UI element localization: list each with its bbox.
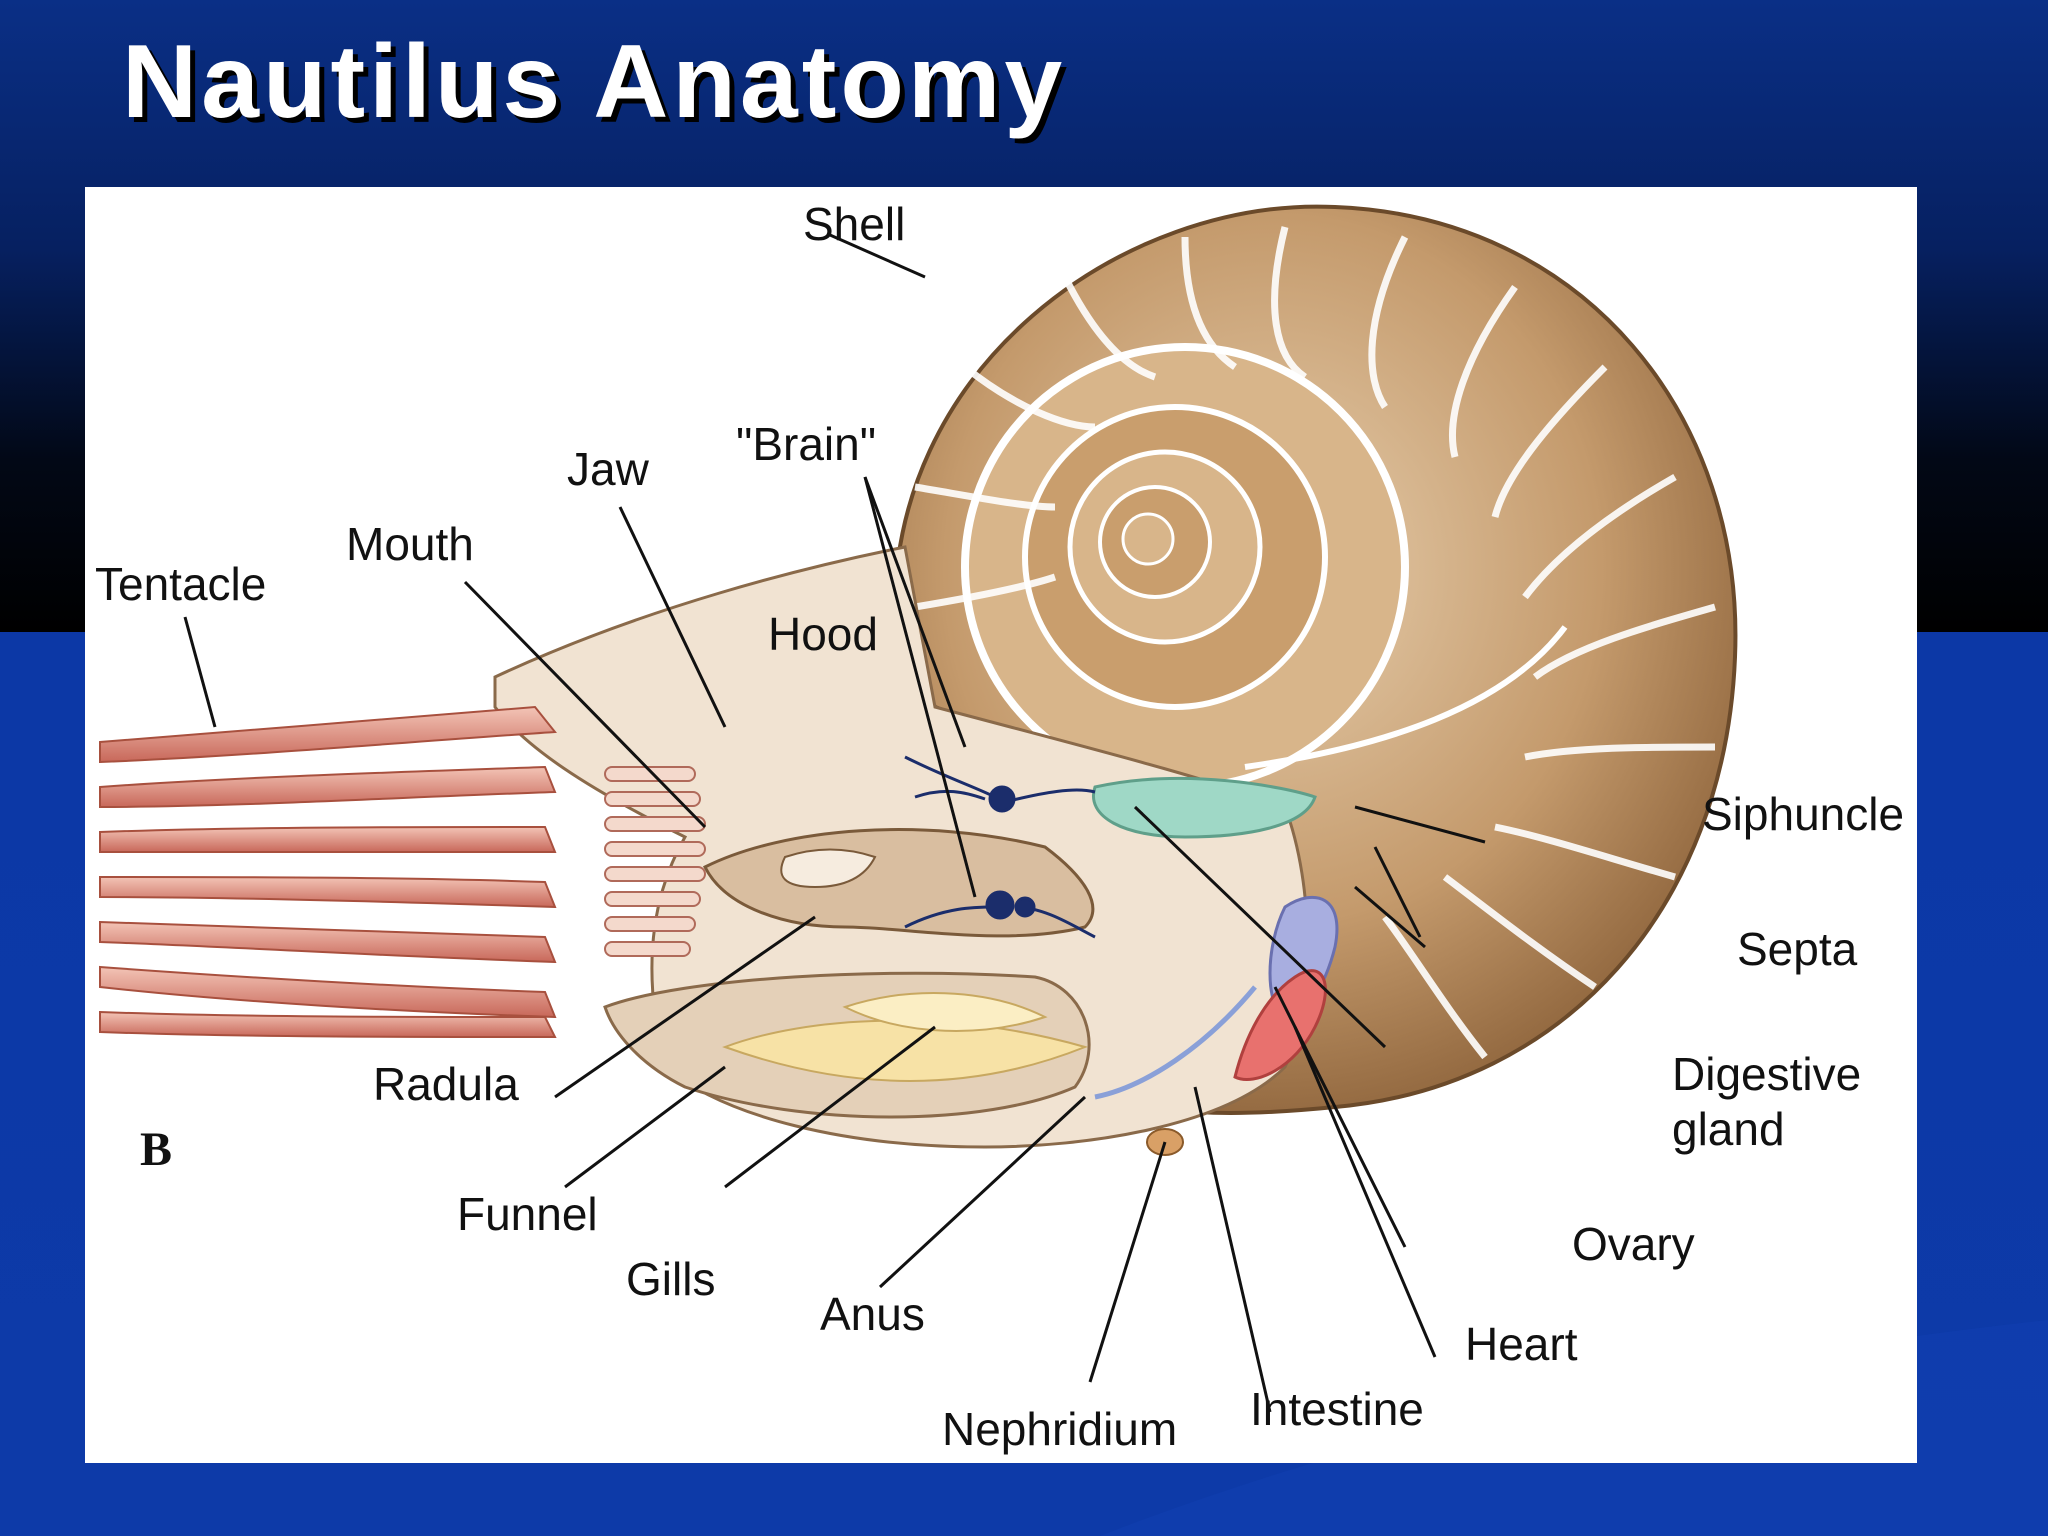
label-brain: "Brain" [736, 418, 877, 470]
label-ovary: Ovary [1572, 1218, 1695, 1270]
label-septa: Septa [1737, 923, 1858, 975]
label-anus: Anus [820, 1288, 925, 1340]
label-digestive-gland: Digestive gland [1672, 1047, 1861, 1157]
anatomy-figure: Shell "Brain" Jaw Mouth Tentacle Hood Si… [85, 187, 1917, 1463]
label-digestive-gland-line2: gland [1672, 1103, 1785, 1156]
label-tentacle: Tentacle [95, 558, 267, 610]
label-heart: Heart [1465, 1318, 1578, 1370]
brain-drawing [904, 755, 1096, 939]
label-shell: Shell [803, 198, 906, 250]
label-funnel: Funnel [457, 1188, 598, 1240]
label-gills: Gills [626, 1253, 716, 1305]
label-intestine: Intestine [1250, 1383, 1424, 1435]
leader-lines [183, 233, 1486, 1413]
label-radula: Radula [373, 1058, 519, 1110]
panel-letter: B [140, 1123, 173, 1176]
slide-title: Nautilus Anatomy [122, 24, 1067, 140]
label-mouth: Mouth [346, 518, 474, 570]
heart-shape [1233, 969, 1327, 1082]
label-digestive-gland-line1: Digestive [1672, 1048, 1862, 1100]
tentacles-drawing [99, 705, 706, 1039]
label-siphuncle: Siphuncle [1702, 788, 1905, 840]
label-nephridium: Nephridium [942, 1403, 1178, 1455]
nautilus-illustration [99, 204, 1738, 1413]
intestine-shape [1094, 985, 1257, 1100]
label-hood: Hood [768, 608, 878, 660]
label-jaw: Jaw [567, 443, 649, 495]
